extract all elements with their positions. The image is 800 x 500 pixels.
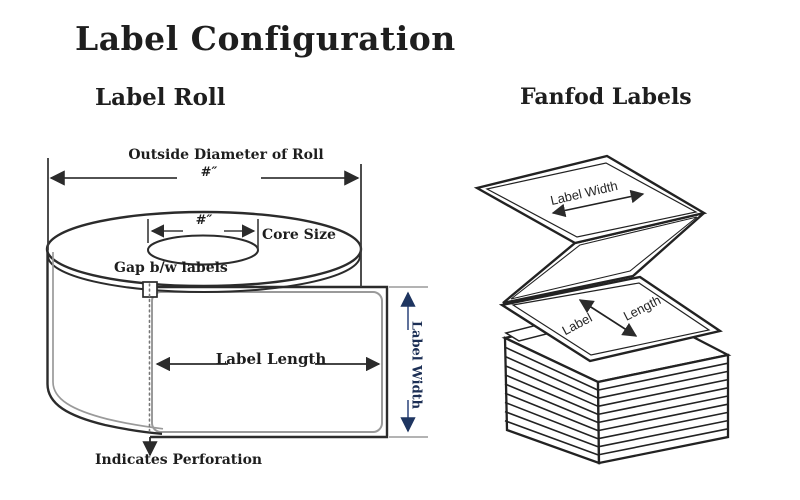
roll-section-heading: Label Roll	[95, 84, 226, 111]
gap-between-labels-label: Gap b/w labels	[114, 260, 228, 276]
fanfold-section-heading: Fanfod Labels	[520, 84, 692, 110]
core-size-label: Core Size	[262, 227, 336, 243]
strip-backing-outline	[147, 285, 389, 439]
page-title: Label Configuration	[75, 19, 456, 58]
label-width-label: Label Width	[408, 320, 424, 410]
label-outline	[151, 291, 383, 433]
indicates-perforation-label: Indicates Perforation	[95, 452, 263, 468]
fanfold-length-arrow	[578, 299, 638, 337]
label-length-label: Label Length	[215, 350, 327, 368]
fanfold-width-arrow	[551, 189, 645, 218]
stack-right-stripes	[597, 362, 729, 456]
label-roll-figure	[45, 158, 428, 457]
fanfold-top-panel-inner	[485, 162, 698, 238]
outside-diameter-value: #″	[200, 165, 218, 180]
fanfold-bottom-panel-inner	[511, 282, 711, 356]
roll-front-inner-curve	[52, 252, 164, 430]
fanfold-figure	[473, 154, 732, 465]
outside-diameter-label: Outside Diameter of Roll	[128, 147, 324, 163]
roll-front-outer-curve	[46, 250, 163, 435]
fanfold-middle-panel-inner	[510, 216, 698, 300]
stack-left-stripes	[504, 346, 599, 456]
core-size-value: #″	[195, 213, 213, 228]
